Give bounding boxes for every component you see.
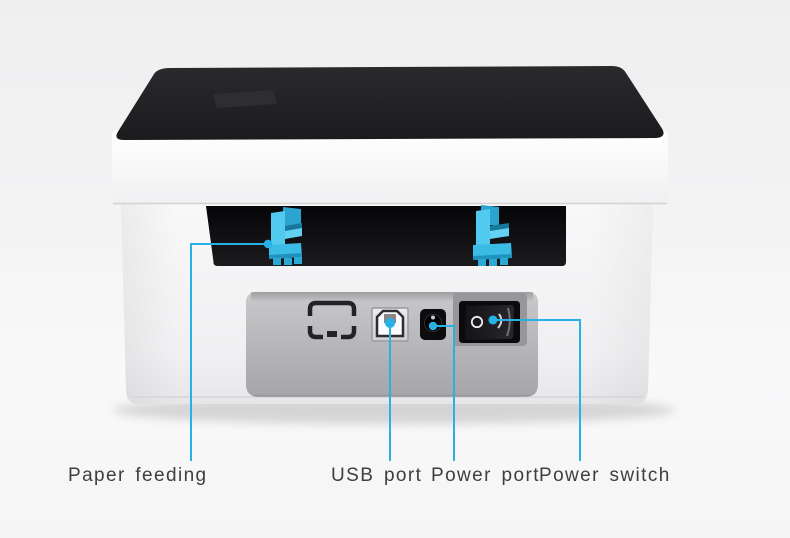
label-usb-port: USB port: [331, 465, 423, 486]
cutout-top: [307, 300, 357, 316]
guide-tooth: [489, 259, 497, 266]
label-power-switch: Power switch: [539, 465, 671, 486]
paper-feeding-callout-line: [190, 243, 268, 461]
guide-foot-shade: [269, 253, 302, 259]
callout-power-switch: [488, 315, 581, 461]
guide-column: [271, 211, 285, 254]
guide-tooth: [478, 259, 486, 266]
cutout-bottom-right: [341, 326, 357, 340]
port-cutout: [307, 300, 357, 340]
paper-guide-left: [269, 207, 302, 265]
switch-off-symbol: [470, 315, 484, 329]
top-lid: [116, 66, 664, 140]
power-switch-callout-dot: [488, 315, 498, 325]
guide-tooth: [284, 258, 292, 265]
label-power-port: Power port: [431, 465, 540, 486]
guide-top-block: [283, 207, 301, 228]
lid-band-face: [112, 130, 668, 204]
cutout-bottom-left: [307, 326, 323, 340]
power-jack-pin: [431, 315, 435, 320]
panel-top-shadow: [251, 292, 533, 302]
power-switch-callout-line: [493, 319, 581, 461]
label-paper-feeding: Paper feeding: [68, 465, 208, 486]
callout-power-port: [428, 321, 455, 461]
top-lid-surface: [116, 66, 664, 140]
guide-tooth: [294, 257, 302, 264]
usb-port-callout-dot: [385, 318, 395, 328]
paper-feeding-callout-dot: [263, 239, 273, 249]
callout-paper-feeding: [190, 239, 273, 461]
guide-column: [476, 209, 490, 252]
lid-band: [112, 130, 668, 205]
guide-tooth: [500, 258, 508, 265]
guide-shelf-front: [490, 228, 509, 239]
callout-usb-port: [385, 318, 395, 461]
switch-rocker-highlight: [506, 307, 511, 337]
top-lid-sticker: [213, 90, 277, 108]
power-port-callout-line: [433, 325, 455, 461]
cutout-tab: [327, 331, 337, 337]
paper-guide-right: [473, 205, 512, 266]
power-port-callout-dot: [428, 321, 438, 331]
guide-tooth: [273, 258, 281, 265]
guide-shelf-front: [285, 228, 302, 239]
